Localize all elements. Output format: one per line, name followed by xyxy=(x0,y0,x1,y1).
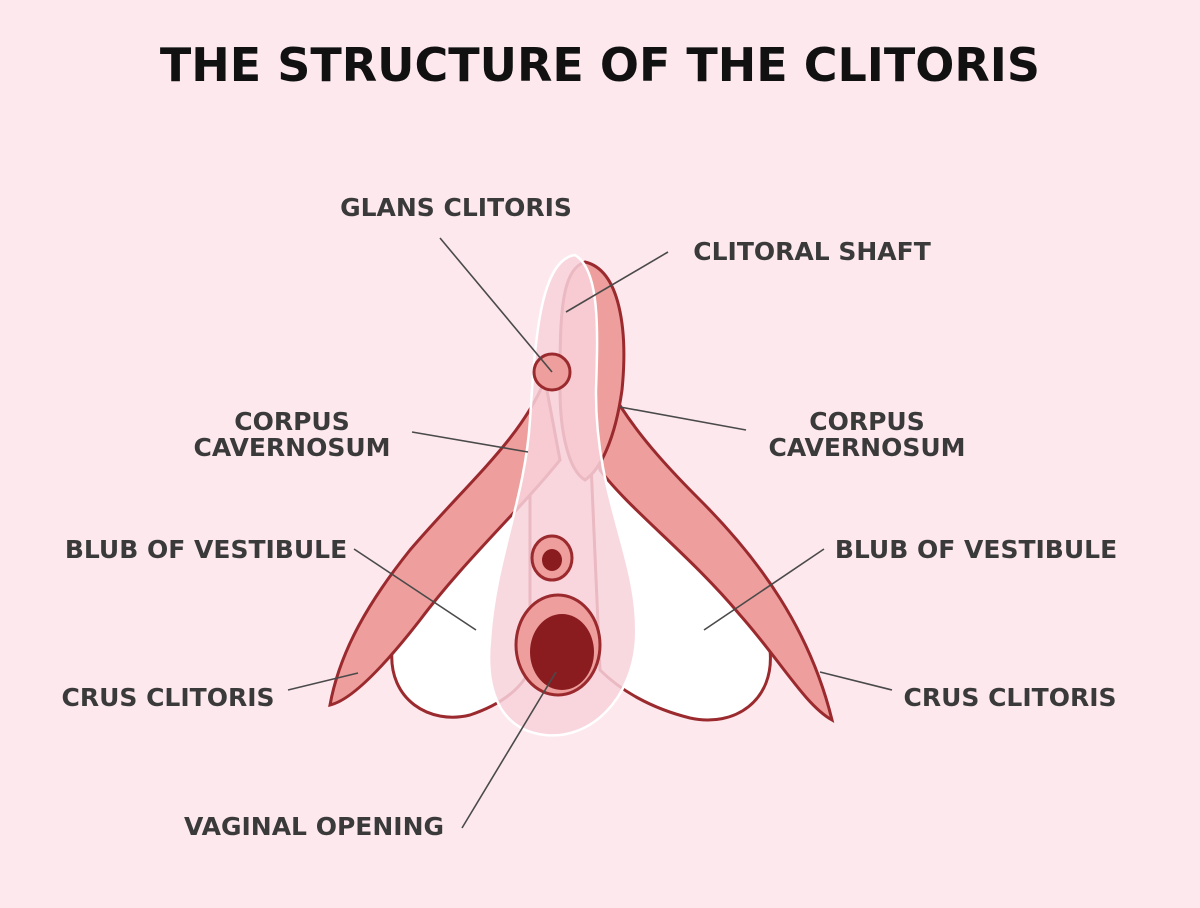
label-corpus-right-line1: CORPUS xyxy=(809,407,924,436)
leader-crus-right xyxy=(819,671,893,691)
leader-corpus-left xyxy=(411,431,529,453)
anatomy-illustration xyxy=(328,253,835,737)
leader-corpus-right xyxy=(619,406,747,431)
leader-vaginal-opening xyxy=(461,671,557,829)
label-corpus-left-line1: CORPUS xyxy=(234,407,349,436)
vaginal-opening-inner xyxy=(530,614,594,690)
urethral-opening-inner xyxy=(542,549,562,571)
leader-bulb-left xyxy=(353,548,477,631)
label-glans-clitoris: GLANS CLITORIS xyxy=(340,193,572,222)
label-clitoral-shaft: CLITORAL SHAFT xyxy=(693,237,931,266)
leader-lines xyxy=(287,237,893,829)
label-bulb-right: BLUB OF VESTIBULE xyxy=(835,535,1117,564)
page-title: THE STRUCTURE OF THE CLITORIS xyxy=(159,38,1041,92)
leader-shaft xyxy=(565,251,669,313)
crus-clitoris-left xyxy=(328,374,562,707)
label-crus-left: CRUS CLITORIS xyxy=(61,683,274,712)
label-crus-right: CRUS CLITORIS xyxy=(903,683,1116,712)
leader-bulb-right xyxy=(703,548,825,631)
label-vaginal-opening: VAGINAL OPENING xyxy=(184,812,444,841)
label-corpus-right-line2: CAVERNOSUM xyxy=(768,433,965,462)
labels: GLANS CLITORIS CLITORAL SHAFT CORPUS CAV… xyxy=(61,193,1117,841)
leader-crus-left xyxy=(287,672,359,691)
leader-glans xyxy=(439,237,553,373)
label-bulb-left: BLUB OF VESTIBULE xyxy=(65,535,347,564)
label-corpus-left-line2: CAVERNOSUM xyxy=(193,433,390,462)
crus-clitoris-right xyxy=(578,299,835,723)
